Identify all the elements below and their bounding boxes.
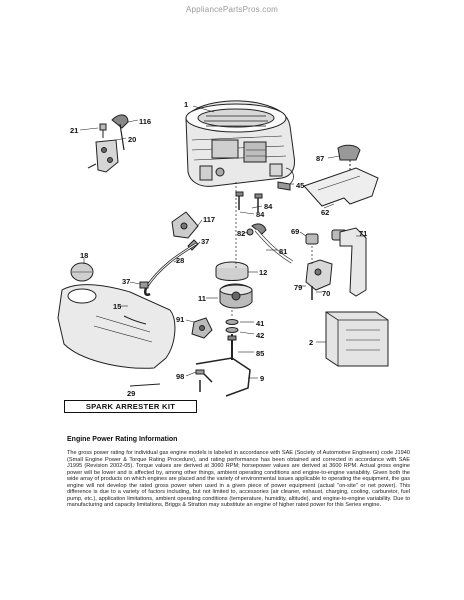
part-label-12: 12 (259, 268, 267, 277)
part-label-2: 2 (309, 338, 313, 347)
engine-mount-bolts[interactable] (235, 181, 291, 212)
muffler-heat-shield[interactable] (303, 144, 379, 207)
throttle-control-parts[interactable] (87, 114, 129, 173)
info-title: Engine Power Rating Information (67, 436, 178, 443)
engine-assembly[interactable] (185, 100, 295, 187)
fuel-tank-strap[interactable] (139, 242, 197, 296)
part-label-79: 79 (294, 283, 302, 292)
part-label-85: 85 (256, 349, 264, 358)
part-label-84b: 84 (256, 210, 265, 219)
part-label-29: 29 (127, 389, 135, 398)
info-body: The gross power rating for individual ga… (67, 450, 410, 509)
air-cleaner-part[interactable] (191, 317, 213, 339)
part-label-70: 70 (322, 289, 330, 298)
part-label-15: 15 (113, 302, 121, 311)
clutch-pulley[interactable] (215, 261, 253, 309)
part-label-41: 41 (256, 319, 264, 328)
part-label-81: 81 (279, 247, 287, 256)
part-label-37a: 37 (201, 237, 209, 246)
muffler-brackets[interactable] (305, 227, 367, 300)
crankshaft-hardware[interactable] (225, 319, 239, 361)
part-label-98: 98 (176, 372, 184, 381)
spark-arrester-kit-box[interactable]: SPARK ARRESTER KIT (64, 400, 197, 413)
part-label-20: 20 (128, 135, 136, 144)
part-label-87: 87 (316, 154, 324, 163)
part-label-69: 69 (291, 227, 299, 236)
part-label-84a: 84 (264, 202, 273, 211)
part-label-71: 71 (359, 229, 367, 238)
alignment-lines (231, 182, 313, 318)
part-label-82: 82 (237, 229, 245, 238)
fuel-tank-assembly[interactable] (57, 262, 176, 369)
part-label-116: 116 (139, 117, 151, 126)
part-label-42: 42 (256, 331, 264, 340)
throttle-rod[interactable] (195, 357, 251, 397)
part-label-91: 91 (176, 315, 184, 324)
fuel-line[interactable] (246, 223, 293, 264)
part-label-37b: 37 (122, 277, 130, 286)
part-label-21: 21 (70, 126, 78, 135)
spark-arrester-leader (129, 383, 161, 387)
part-label-62: 62 (321, 208, 329, 217)
part-label-11: 11 (198, 294, 206, 303)
watermark-text: AppliancePartsPros.com (186, 5, 278, 14)
part-label-28: 28 (176, 256, 184, 265)
leader-lines (79, 105, 366, 379)
part-label-1: 1 (184, 100, 188, 109)
part-label-18: 18 (80, 251, 88, 260)
part-label-117: 117 (203, 215, 215, 224)
muffler[interactable] (325, 311, 389, 367)
part-label-9: 9 (260, 374, 264, 383)
part-label-45: 45 (296, 181, 304, 190)
